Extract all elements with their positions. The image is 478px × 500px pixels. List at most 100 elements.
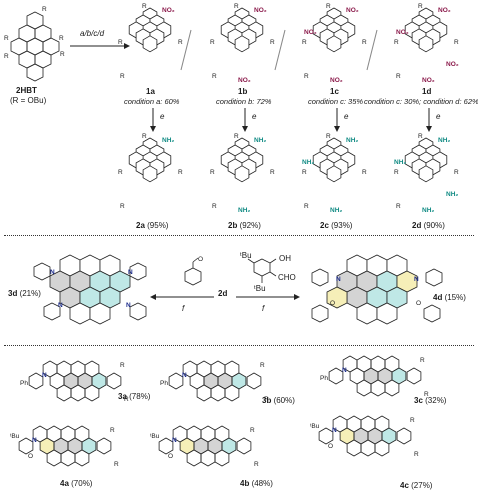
molecule-4d: N N O O bbox=[311, 254, 443, 325]
product-4d-label: 4d (15%) bbox=[433, 293, 466, 302]
r-label: R bbox=[4, 53, 9, 60]
nitrogen-atom: N bbox=[342, 367, 347, 374]
reaction-arrow bbox=[70, 43, 130, 49]
r-label: R bbox=[142, 3, 147, 10]
nh2-group: NH₂ bbox=[238, 207, 250, 214]
condition-1a: condition a: 60% bbox=[124, 97, 180, 106]
r-label: R bbox=[302, 169, 307, 176]
nh2-group: NH₂ bbox=[254, 137, 266, 144]
oh-label: OH bbox=[279, 254, 291, 263]
oxygen-atom: O bbox=[28, 453, 33, 460]
r-label: R bbox=[250, 427, 255, 434]
product-1d-label: 1d bbox=[422, 87, 432, 96]
r-label: R bbox=[178, 39, 183, 46]
condition-1b: condition b: 72% bbox=[216, 97, 272, 106]
nitrogen-atom: N bbox=[332, 427, 337, 434]
product-1b-label: 1b bbox=[238, 87, 248, 96]
r-label: R bbox=[410, 417, 415, 424]
r-label: R bbox=[118, 39, 123, 46]
r-label: R bbox=[270, 39, 275, 46]
no2-group: NO₂ bbox=[254, 7, 267, 14]
r-label: R bbox=[210, 39, 215, 46]
r-label: R bbox=[234, 3, 239, 10]
r-label: R bbox=[302, 39, 307, 46]
r-label: R bbox=[362, 169, 367, 176]
tbu-group: ᵗBu bbox=[150, 433, 160, 440]
product-2a-label: 2a (95%) bbox=[136, 221, 169, 230]
start-note: (R = OBu) bbox=[10, 96, 47, 105]
salicylaldehyde-reagent bbox=[247, 258, 277, 283]
r-label: R bbox=[260, 362, 265, 369]
reduction-arrow bbox=[242, 108, 248, 132]
molecule-3d: N N N N bbox=[33, 254, 147, 325]
r-label: R bbox=[454, 39, 459, 46]
product-2d-label: 2d (90%) bbox=[412, 221, 445, 230]
no2-group: NO₂ bbox=[346, 7, 359, 14]
product-3b-label: 3b (60%) bbox=[262, 396, 295, 405]
reduction-step-label: e bbox=[160, 112, 165, 121]
r-label: R bbox=[264, 396, 269, 403]
no2-group: NO₂ bbox=[438, 7, 451, 14]
svg-text:N: N bbox=[126, 302, 131, 309]
nh2-group: NH₂ bbox=[346, 137, 358, 144]
r-label: R bbox=[394, 169, 399, 176]
product-3a-label: 3a (78%) bbox=[118, 392, 151, 401]
nitrogen-atom: N bbox=[42, 372, 47, 379]
no2-group: NO₂ bbox=[162, 7, 175, 14]
product-2c-label: 2c (93%) bbox=[320, 221, 353, 230]
phenyl-group: Ph bbox=[20, 380, 28, 387]
r-label: R bbox=[420, 357, 425, 364]
nh2-group: NH₂ bbox=[330, 207, 342, 214]
nh2-group: NH₂ bbox=[438, 137, 450, 144]
reduction-step-label: e bbox=[436, 112, 441, 121]
product-2b-label: 2b (92%) bbox=[228, 221, 261, 230]
reduction-step-label: e bbox=[344, 112, 349, 121]
r-label: R bbox=[210, 169, 215, 176]
svg-text:N: N bbox=[128, 269, 133, 276]
r-label: R bbox=[304, 73, 309, 80]
product-4b-label: 4b (48%) bbox=[240, 479, 273, 488]
oxygen-atom: O bbox=[168, 453, 173, 460]
start-label: 2HBT bbox=[16, 86, 37, 95]
r-label: R bbox=[418, 133, 423, 140]
product-4c-label: 4c (27%) bbox=[400, 481, 433, 490]
r-label: R bbox=[326, 133, 331, 140]
svg-text:O: O bbox=[198, 256, 203, 263]
r-label: R bbox=[254, 461, 259, 468]
no2-group: NO₂ bbox=[446, 61, 459, 68]
no2-group: NO₂ bbox=[422, 77, 435, 84]
product-4a-label: 4a (70%) bbox=[60, 479, 93, 488]
r-label: R bbox=[120, 362, 125, 369]
r-label: R bbox=[234, 133, 239, 140]
r-label: R bbox=[212, 203, 217, 210]
tbu-group: ᵗBu bbox=[10, 433, 20, 440]
r-label: R bbox=[178, 169, 183, 176]
svg-text:N: N bbox=[58, 302, 63, 309]
r-label: R bbox=[362, 39, 367, 46]
arrow-to-3d bbox=[150, 294, 214, 300]
nh2-group: NH₂ bbox=[302, 159, 314, 166]
nh2-group: NH₂ bbox=[394, 159, 406, 166]
phenyl-group: Ph bbox=[320, 375, 328, 382]
reduction-arrow bbox=[334, 108, 340, 132]
phenyl-group: Ph bbox=[160, 380, 168, 387]
reduction-arrow bbox=[426, 108, 432, 132]
tbu-group: ᵗBu bbox=[310, 423, 320, 430]
reduction-step-label: e bbox=[252, 112, 257, 121]
r-label: R bbox=[59, 35, 64, 42]
tbu-label: ᵗBu bbox=[254, 284, 266, 293]
section-divider bbox=[4, 345, 474, 346]
r-label: R bbox=[142, 133, 147, 140]
separator-slash bbox=[274, 29, 286, 71]
svg-text:N: N bbox=[50, 269, 55, 276]
